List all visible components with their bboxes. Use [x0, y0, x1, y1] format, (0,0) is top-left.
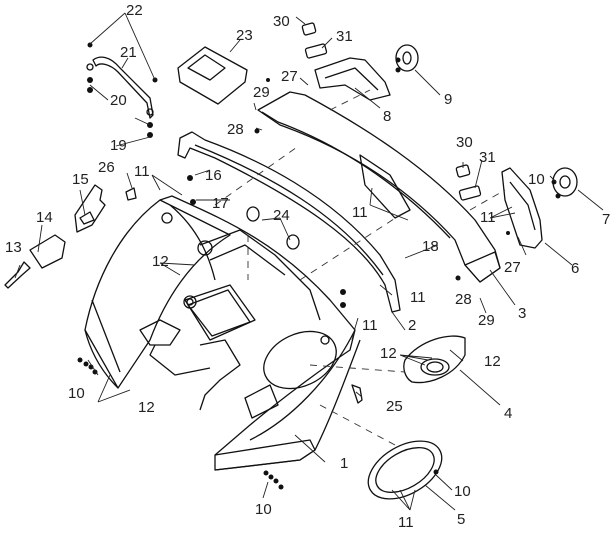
callout-26: 26: [98, 159, 115, 176]
fasteners: [77, 57, 561, 490]
callout-25: 25: [386, 398, 403, 415]
callout-23: 23: [236, 27, 253, 44]
part-1-rear-fender: [84, 195, 361, 471]
part-13-clip: [4, 261, 31, 289]
callout-30-top: 30: [273, 13, 290, 30]
part-4-cover: [403, 335, 466, 384]
part-6-bracket: [501, 167, 543, 249]
callout-4: 4: [504, 405, 512, 422]
part-14-pad: [29, 234, 66, 269]
callout-11-fender: 11: [362, 317, 378, 334]
callout-29-top: 29: [253, 84, 270, 101]
part-3-upper-rail: [257, 91, 501, 283]
callout-13: 13: [5, 239, 22, 256]
callout-12-bottom: 12: [138, 399, 155, 416]
callout-12-left: 12: [152, 253, 169, 270]
assembly-lines: [214, 89, 506, 446]
part-5-ring: [367, 440, 443, 500]
part-23-box: [177, 46, 248, 105]
callout-14: 14: [36, 209, 53, 226]
callout-24: 24: [273, 207, 290, 224]
callout-21: 21: [120, 44, 137, 61]
callout-8: 8: [383, 108, 391, 125]
callout-16: 16: [205, 167, 222, 184]
callout-15: 15: [72, 171, 89, 188]
callout-10-right: 10: [528, 171, 545, 188]
callout-9: 9: [444, 91, 452, 108]
callout-10-bottom: 10: [255, 501, 272, 518]
part-26-clip: [125, 187, 137, 201]
callout-11-bracket: 11: [480, 209, 496, 226]
part-8-top-bracket: [314, 57, 391, 101]
callout-12-right: 12: [484, 353, 501, 370]
callout-17: 17: [212, 195, 229, 212]
callout-1: 1: [340, 455, 348, 472]
callout-27-right: 27: [504, 259, 521, 276]
callout-3: 3: [518, 305, 526, 322]
callout-31-top: 31: [336, 28, 353, 45]
callout-29-right: 29: [478, 312, 495, 329]
callout-7: 7: [602, 211, 610, 228]
callout-28-right: 28: [455, 291, 472, 308]
part-7-washer: [552, 167, 578, 197]
callout-5: 5: [457, 511, 465, 528]
callout-2: 2: [408, 317, 416, 334]
part-9-washer: [395, 44, 419, 72]
callout-11-ring: 11: [398, 514, 414, 531]
callout-22: 22: [126, 2, 143, 19]
callout-11-rail: 11: [352, 204, 368, 221]
callout-19: 19: [110, 137, 127, 154]
callout-11-strip: 11: [410, 289, 426, 306]
callout-27-top: 27: [281, 68, 298, 85]
part-15-pad: [74, 184, 106, 233]
callout-30-right: 30: [456, 134, 473, 151]
callout-20: 20: [110, 92, 127, 109]
leader-lines: [14, 12, 604, 511]
part-25-clip: [351, 384, 363, 404]
part-30-31-lenses: [301, 22, 482, 201]
callout-10-left: 10: [68, 385, 85, 402]
callout-10-ring: 10: [454, 483, 471, 500]
callout-12-cover: 12: [380, 345, 397, 362]
callout-28-top: 28: [227, 121, 244, 138]
callout-31-right: 31: [479, 149, 496, 166]
callout-18: 18: [422, 238, 439, 255]
callout-6: 6: [571, 260, 579, 277]
part-21-handle: [86, 42, 158, 138]
part-24-grommets: [246, 206, 300, 250]
callout-11-left: 11: [134, 163, 150, 180]
callout-labels: 1 2 3 4 5 6 7 8 9 10 10 10 10 11 11 11 1…: [5, 2, 610, 531]
